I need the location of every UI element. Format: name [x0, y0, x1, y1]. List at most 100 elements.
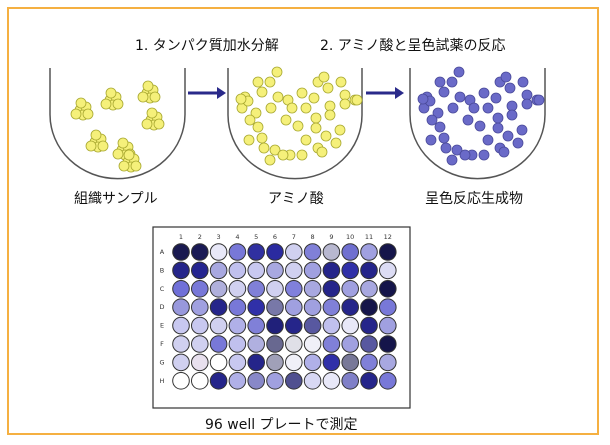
well: [228, 316, 247, 335]
well: [266, 243, 284, 261]
product-particle: [482, 102, 494, 114]
beaker2-label: アミノ酸: [268, 191, 324, 207]
protein-particle: [100, 98, 112, 110]
amino-acid-particle: [334, 124, 346, 136]
plate-row-label: F: [160, 340, 164, 348]
well: [209, 261, 228, 280]
amino-acid-particle: [296, 149, 308, 161]
well: [303, 298, 322, 317]
well: [209, 243, 228, 261]
plate-row-label: G: [159, 358, 164, 366]
well: [191, 372, 209, 390]
product-particle: [492, 122, 504, 134]
well: [266, 261, 284, 280]
product-particle: [446, 154, 458, 166]
product-particle: [516, 124, 528, 136]
well: [172, 353, 190, 372]
step1-label: 1. タンパク質加水分解: [135, 38, 279, 54]
product-particle: [453, 66, 465, 78]
plate-column-label: 5: [254, 233, 258, 241]
product-particle: [425, 134, 437, 146]
product-particle: [468, 102, 480, 114]
product-particle: [434, 121, 446, 133]
well: [379, 261, 397, 280]
product-particle: [440, 142, 452, 154]
well: [360, 243, 378, 261]
well: [341, 353, 360, 372]
amino-acid-particle: [258, 142, 270, 154]
well: [247, 261, 266, 280]
well: [191, 353, 209, 372]
plate-column-label: 11: [365, 233, 373, 241]
well: [303, 261, 322, 280]
product-particle: [512, 137, 524, 149]
product-particle: [498, 146, 510, 158]
plate-row-label: H: [160, 377, 165, 385]
well: [247, 335, 266, 353]
well: [303, 353, 322, 372]
well: [322, 372, 341, 390]
product-particle: [454, 91, 466, 103]
product-particle: [478, 149, 490, 161]
well: [341, 335, 360, 353]
well: [341, 243, 360, 261]
well: [172, 280, 190, 298]
plate-row-label: C: [160, 285, 165, 293]
well: [191, 261, 209, 280]
well: [228, 372, 247, 390]
amino-acid-particle: [318, 71, 330, 83]
product-particle: [521, 98, 533, 110]
well: [247, 298, 266, 317]
well: [247, 372, 266, 390]
well: [341, 298, 360, 317]
well: [209, 316, 228, 335]
amino-acid-particle: [235, 93, 247, 105]
product-particle: [482, 134, 494, 146]
protein-particle: [142, 80, 154, 92]
protein-particle: [112, 98, 124, 110]
amino-acid-particle: [269, 144, 281, 156]
product-particle: [533, 94, 545, 106]
product-particle: [506, 100, 518, 112]
product-particle: [492, 112, 504, 124]
well: [379, 372, 397, 390]
plate-column-label: 6: [273, 233, 277, 241]
product-particle: [506, 109, 518, 121]
amino-acid-particle: [351, 94, 363, 106]
well: [266, 298, 284, 317]
product-particle: [517, 76, 529, 88]
product-particle: [459, 149, 471, 161]
well: [341, 261, 360, 280]
well: [360, 335, 378, 353]
well: [172, 316, 190, 335]
amino-acid-particle: [252, 76, 264, 88]
protein-particle: [149, 91, 161, 103]
protein-particle: [118, 160, 130, 172]
protein-particle: [130, 160, 142, 172]
product-particle: [438, 86, 450, 98]
amino-acid-particle: [271, 66, 283, 78]
well: [209, 298, 228, 317]
amino-acid-particle: [300, 134, 312, 146]
product-particle: [521, 89, 533, 101]
well: [191, 298, 209, 317]
well: [266, 316, 284, 335]
product-particle: [474, 120, 486, 132]
well: [285, 243, 303, 261]
product-particle: [500, 71, 512, 83]
product-particle: [478, 87, 490, 99]
amino-acid-particle: [322, 82, 334, 94]
plate-column-label: 1: [179, 233, 183, 241]
amino-acid-particle: [252, 121, 264, 133]
amino-acid-particle: [330, 137, 342, 149]
plate-column-label: 9: [329, 233, 333, 241]
well: [303, 280, 322, 298]
plate-row-label: E: [160, 322, 164, 330]
plate-column-label: 4: [235, 233, 239, 241]
well: [322, 298, 341, 317]
well: [360, 316, 378, 335]
plate-column-label: 7: [292, 233, 296, 241]
amino-acid-particle: [286, 102, 298, 114]
